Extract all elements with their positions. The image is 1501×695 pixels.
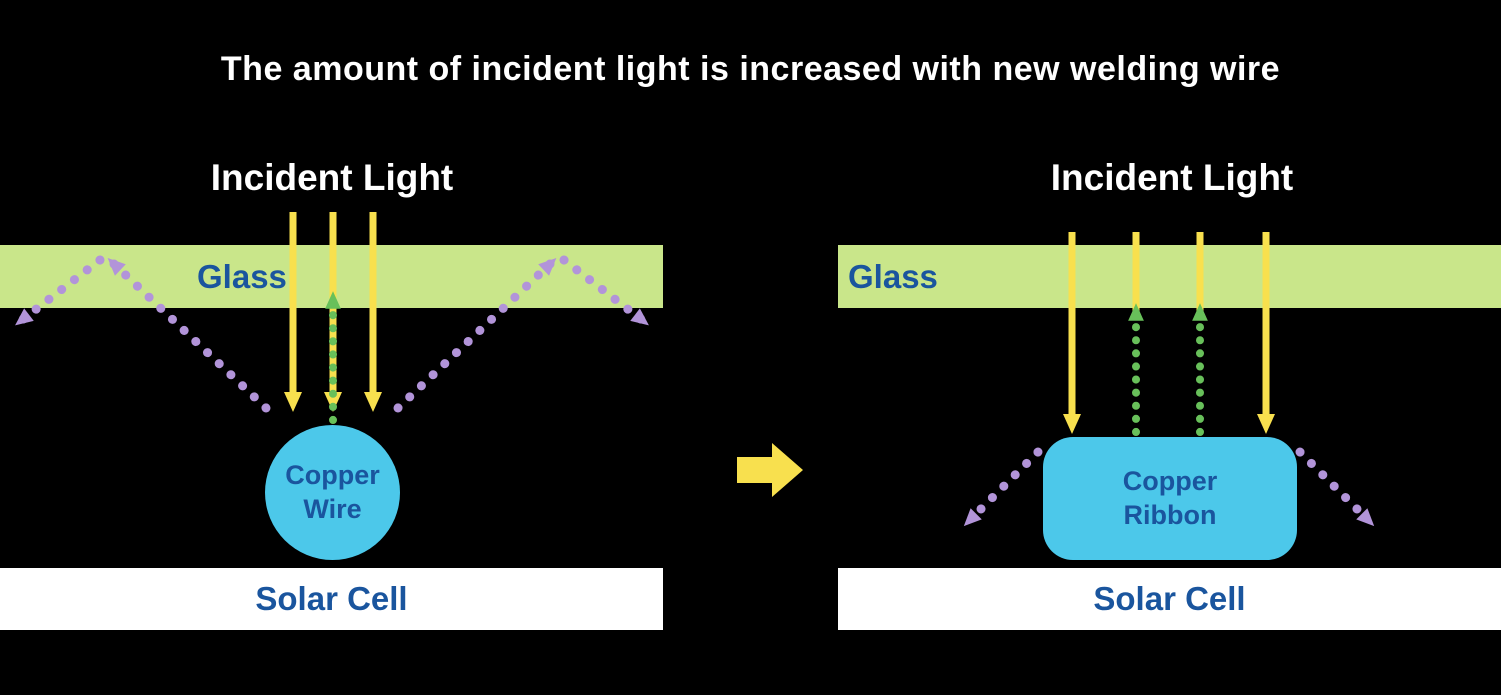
glass-layer-before [0, 245, 663, 308]
incident-light-label-before: Incident Light [210, 157, 454, 198]
glass-layer-after [838, 245, 1501, 308]
incident-light-label-after: Incident Light [1050, 157, 1294, 198]
glass-label-after: Glass [848, 257, 938, 295]
copper-ribbon: Copper Ribbon [1043, 437, 1297, 560]
solar-cell-after: Solar Cell [838, 568, 1501, 630]
copper-wire: Copper Wire [265, 425, 400, 560]
solar-cell-before: Solar Cell [0, 568, 663, 630]
diagram-title: The amount of incident light is increase… [220, 50, 1281, 88]
glass-label-before: Glass [197, 257, 287, 295]
transition-arrow [737, 443, 803, 497]
